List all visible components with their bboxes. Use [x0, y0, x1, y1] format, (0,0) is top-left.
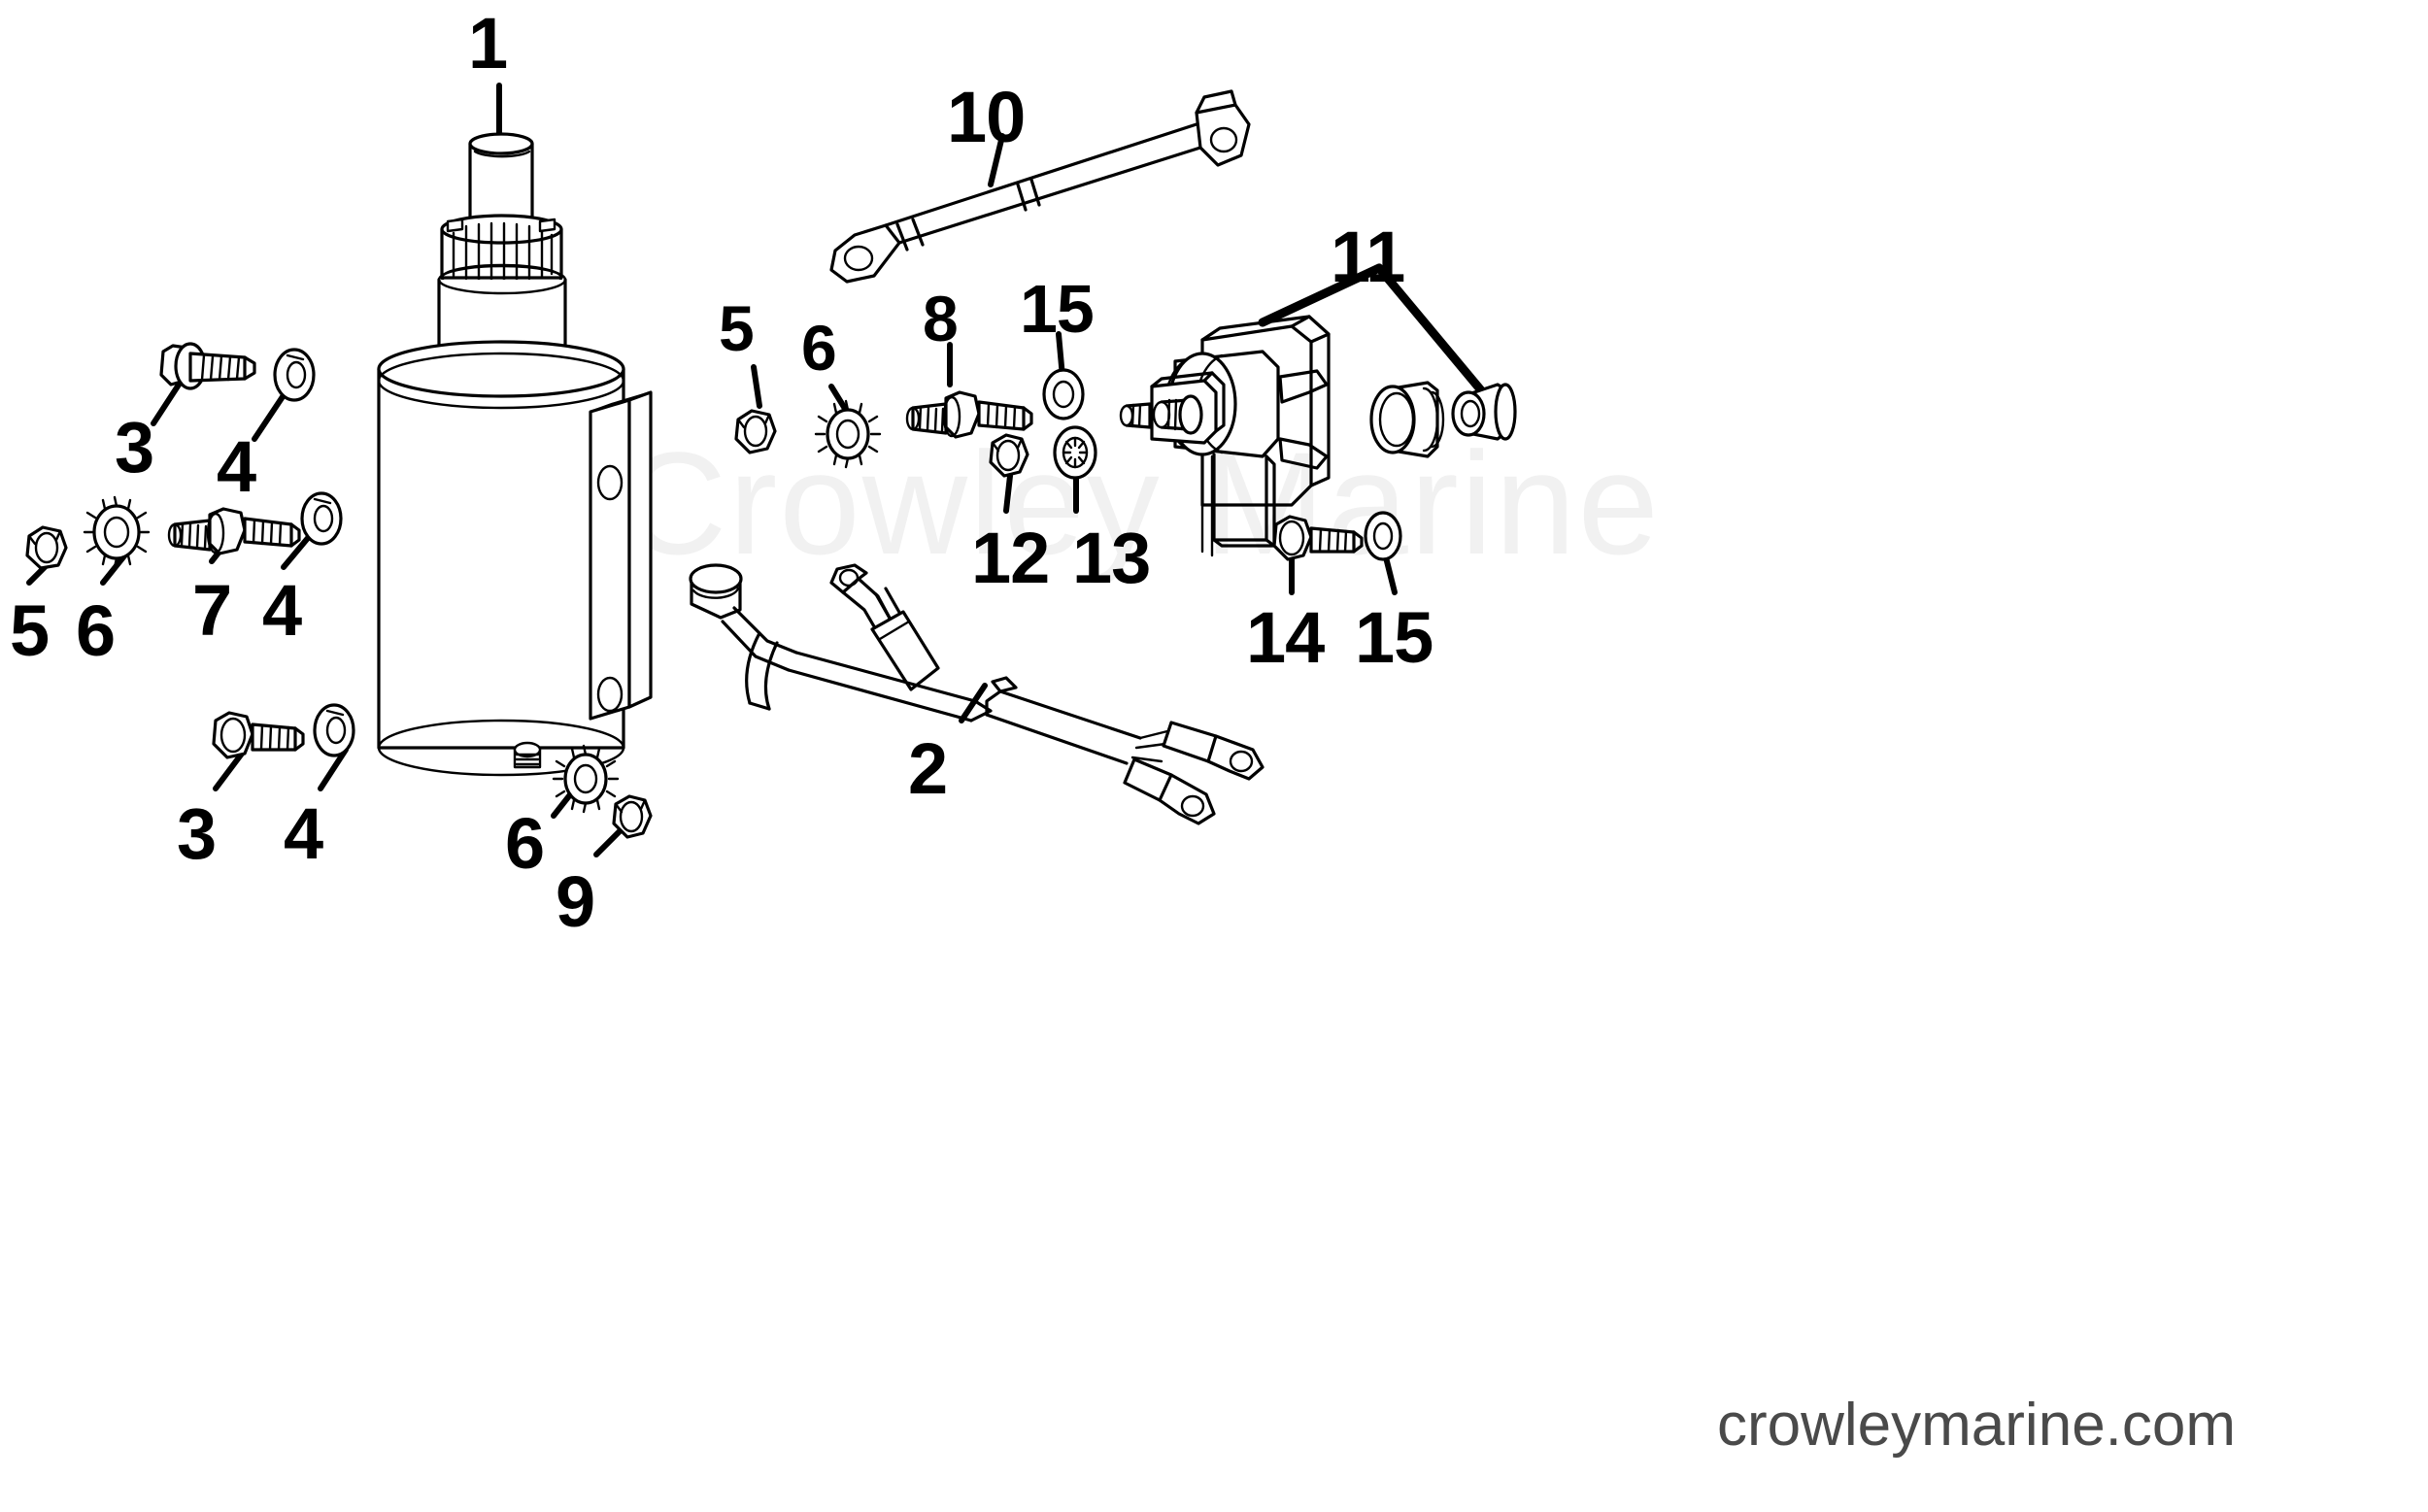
callout-4-mid: 4: [262, 570, 302, 651]
part-lock-washer-6-left: [83, 495, 151, 586]
callout-3-bottom: 3: [177, 793, 217, 874]
callout-10: 10: [947, 77, 1026, 157]
part-hex-nut-9: [593, 794, 653, 857]
callout-15-right: 15: [1355, 597, 1433, 678]
callout-5-mid: 5: [719, 292, 755, 364]
part-lock-washer-6-mid: [814, 384, 882, 469]
part-screw-3-bottom: [212, 711, 305, 791]
part-lock-washer-4-top: [252, 348, 316, 442]
callout-6-mid: 6: [801, 312, 837, 384]
callout-8: 8: [923, 283, 959, 354]
callout-3-top: 3: [115, 407, 154, 487]
callout-1: 1: [468, 3, 508, 84]
callout-4-top: 4: [217, 426, 256, 507]
part-flat-washer-15-right: [1364, 511, 1402, 595]
part-stud-7: [167, 507, 301, 564]
callout-13: 13: [1072, 518, 1151, 598]
part-stud-8: [905, 342, 1033, 439]
part-starter-motor: [377, 83, 653, 777]
part-hex-nut-5-left: [25, 525, 68, 586]
callout-14: 14: [1246, 597, 1325, 678]
callout-4-bottom: 4: [284, 793, 323, 874]
part-wiring-harness-2: [689, 563, 1265, 825]
callout-6-bottom: 6: [505, 803, 545, 884]
part-lock-washer-4-mid: [281, 491, 343, 570]
part-hex-nut-12: [989, 433, 1029, 514]
footer-url: crowleymarine.com: [1717, 1392, 2237, 1459]
part-flat-washer-15-mid: [1042, 331, 1085, 420]
part-battery-cable-10: [829, 89, 1251, 284]
callout-9: 9: [556, 861, 595, 942]
callout-15-mid: 15: [1020, 271, 1095, 347]
callout-7: 7: [192, 570, 232, 651]
callout-2: 2: [908, 728, 948, 809]
callout-6-left: 6: [76, 590, 116, 671]
callout-12: 12: [971, 518, 1050, 598]
part-screw-14: [1272, 515, 1364, 595]
part-internal-tooth-washer-13: [1053, 425, 1097, 514]
part-hex-nut-5-mid: [734, 364, 777, 454]
part-solenoid-assembly-11: [1119, 263, 1517, 557]
part-lock-washer-4-bottom: [313, 703, 355, 791]
part-screw-3-top: [151, 342, 256, 426]
part-lock-washer-6-bottom: [551, 744, 620, 819]
callout-11: 11: [1331, 217, 1405, 297]
callout-5-left: 5: [10, 590, 50, 671]
